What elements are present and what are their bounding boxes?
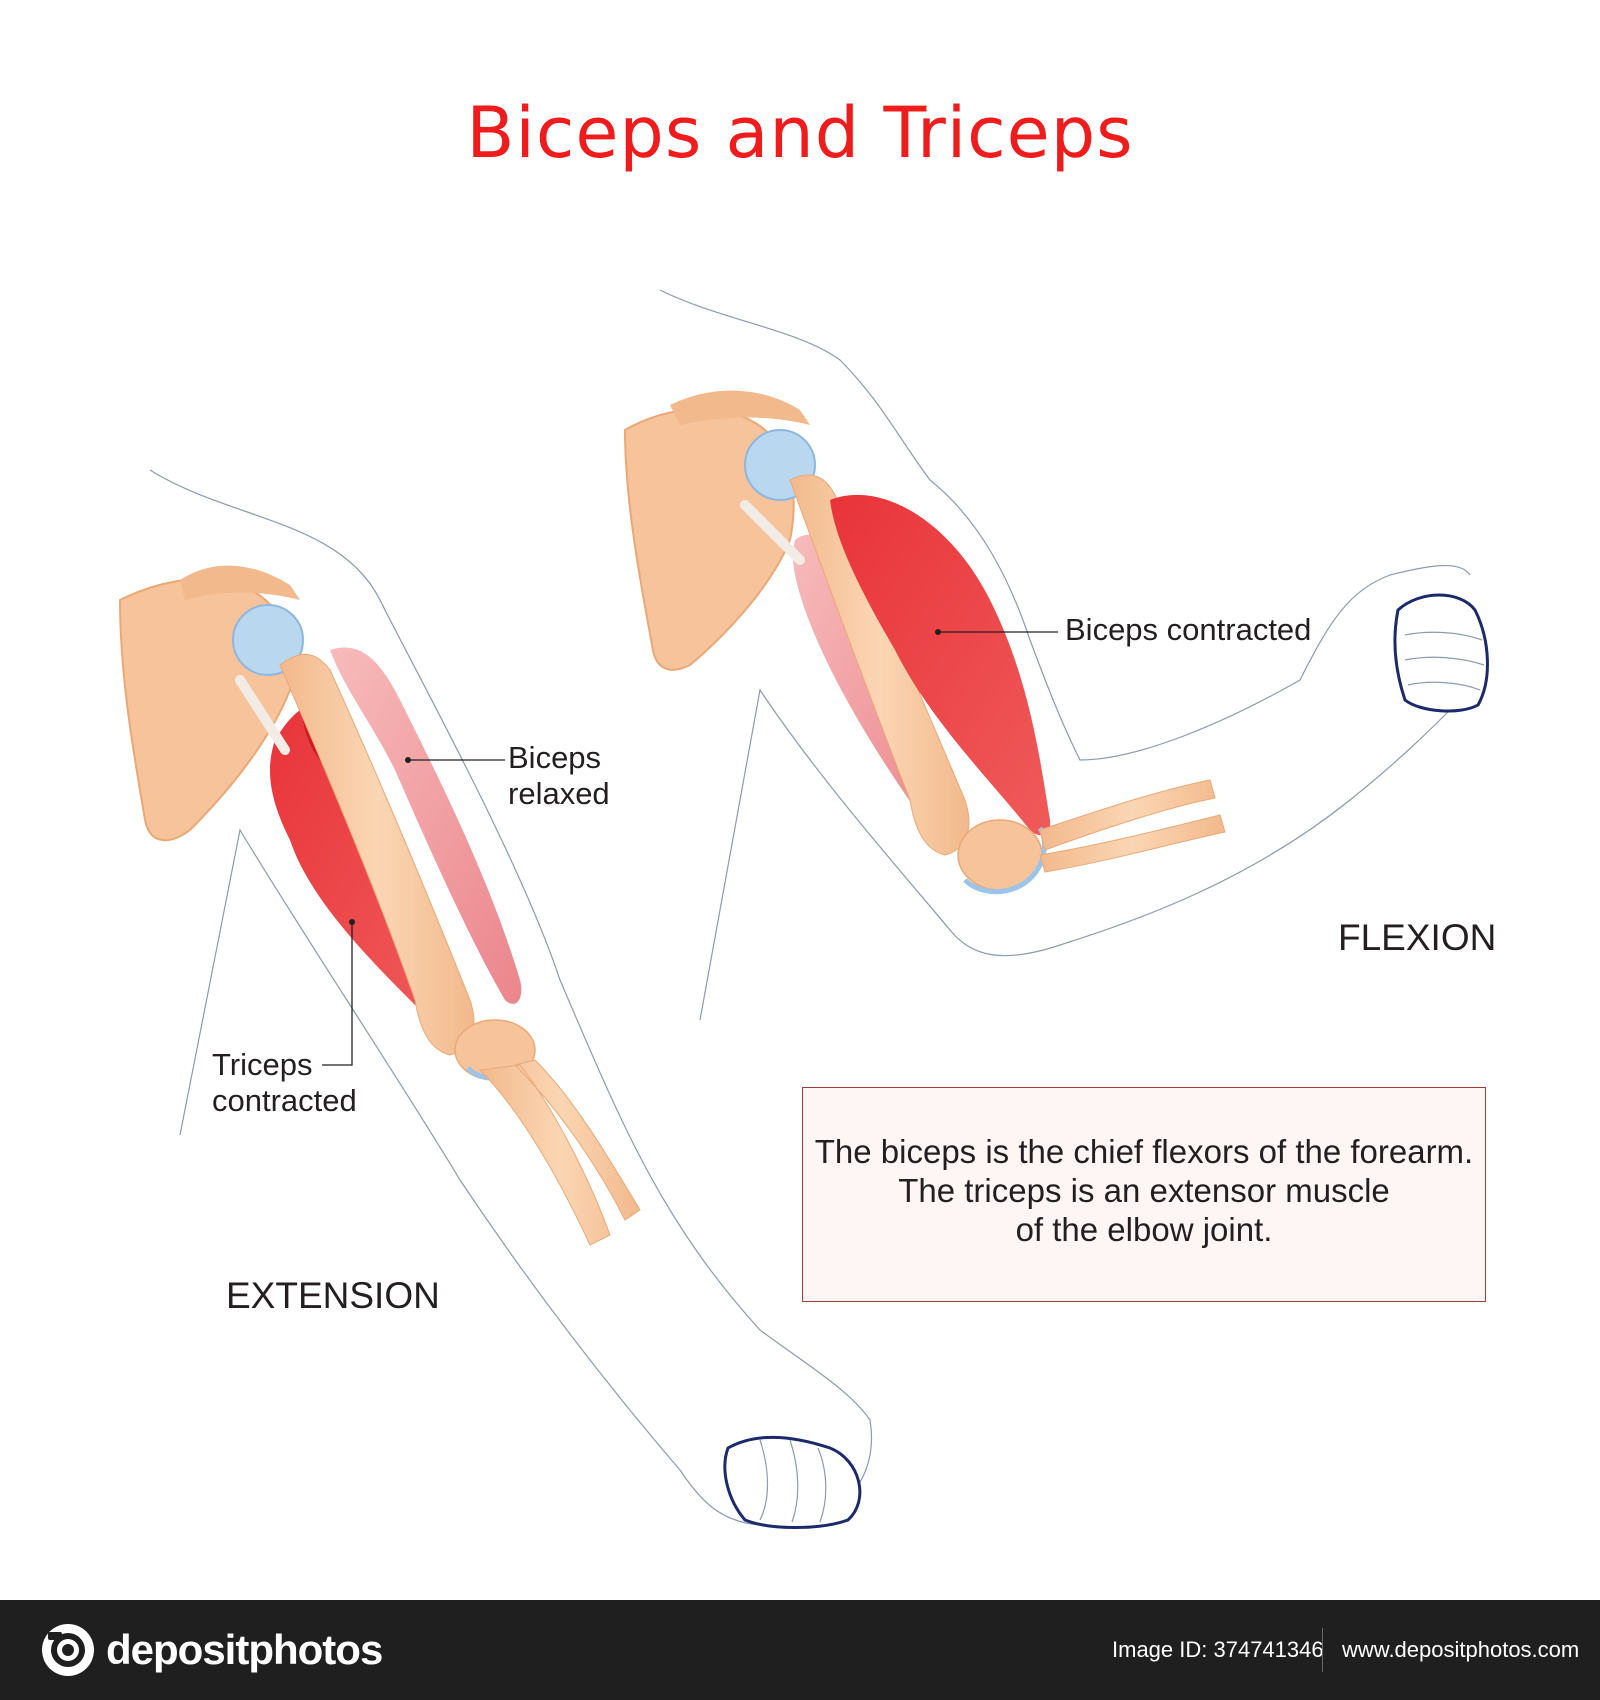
- leader-lines: [322, 629, 1058, 1066]
- flexion-fist: [1393, 593, 1489, 713]
- page-title: Biceps and Triceps: [466, 92, 1134, 174]
- extension-biceps-muscle: [330, 647, 522, 1004]
- footer-bar: depositphotos Image ID: 374741346 www.de…: [0, 1600, 1600, 1700]
- label-triceps-contracted: Triceps contracted: [212, 1047, 357, 1119]
- label-extension: EXTENSION: [226, 1275, 440, 1316]
- label-biceps-relaxed-line2: relaxed: [508, 776, 610, 811]
- image-id: Image ID: 374741346: [1112, 1637, 1324, 1662]
- extension-humerus-head: [232, 604, 304, 676]
- extension-arm-outline: [149, 469, 872, 1526]
- flexion-biceps-muscle: [830, 494, 1051, 836]
- extension-arm: [118, 469, 872, 1529]
- label-triceps-contracted-line1: Triceps: [212, 1047, 313, 1082]
- extension-forearm-bones: [478, 1059, 641, 1246]
- info-line-3: of the elbow joint.: [1015, 1211, 1273, 1248]
- brand-name: depositphotos: [106, 1626, 383, 1673]
- brand-logo[interactable]: depositphotos: [40, 1622, 383, 1678]
- camera-logo-icon: [42, 1624, 94, 1676]
- label-flexion: FLEXION: [1338, 917, 1497, 958]
- info-line-2: The triceps is an extensor muscle: [898, 1172, 1390, 1209]
- arm-illustrations: [118, 289, 1489, 1529]
- leader-triceps-contracted: [322, 922, 353, 1066]
- flexion-arm-outline: [659, 289, 1471, 1021]
- footer-divider: [1322, 1628, 1323, 1672]
- website-link[interactable]: www.depositphotos.com: [1342, 1637, 1580, 1662]
- label-biceps-relaxed-line1: Biceps: [508, 740, 602, 775]
- info-box: The biceps is the chief flexors of the f…: [802, 1087, 1486, 1302]
- label-triceps-contracted-line2: contracted: [212, 1083, 357, 1118]
- flexion-arm: [623, 289, 1489, 1021]
- info-line-1: The biceps is the chief flexors of the f…: [814, 1133, 1474, 1170]
- flexion-forearm-bones: [1039, 779, 1226, 873]
- label-biceps-contracted: Biceps contracted: [1065, 612, 1312, 647]
- label-biceps-relaxed: Biceps relaxed: [508, 740, 610, 812]
- extension-fist: [723, 1435, 862, 1529]
